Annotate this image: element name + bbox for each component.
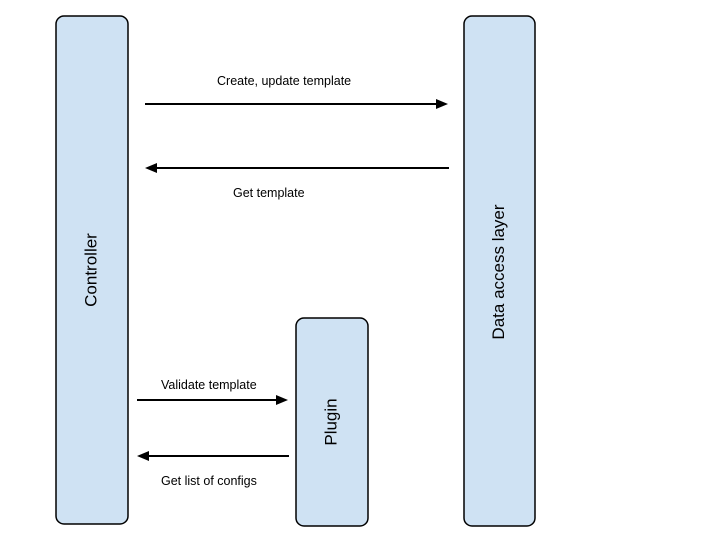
plugin-box bbox=[295, 317, 369, 527]
message-get-list-of-configs: Get list of configs bbox=[137, 451, 289, 488]
message-label-get-template: Get template bbox=[233, 186, 305, 200]
controller-box bbox=[55, 15, 129, 525]
message-validate-template: Validate template bbox=[137, 378, 288, 405]
arrowhead-left-icon bbox=[145, 163, 157, 173]
data-access-layer-box bbox=[463, 15, 536, 527]
message-get-template: Get template bbox=[145, 163, 449, 200]
plugin-participant: Plugin bbox=[295, 317, 369, 527]
arrowhead-left-icon bbox=[137, 451, 149, 461]
plugin-label: Plugin bbox=[321, 398, 340, 445]
controller-label: Controller bbox=[81, 233, 100, 307]
arrowhead-right-icon bbox=[276, 395, 288, 405]
message-label-create-update-template: Create, update template bbox=[217, 74, 351, 88]
controller-participant: Controller bbox=[55, 15, 129, 525]
data-access-layer-label: Data access layer bbox=[489, 204, 508, 339]
data-access-layer-participant: Data access layer bbox=[463, 15, 536, 527]
arrowhead-right-icon bbox=[436, 99, 448, 109]
message-label-get-list-of-configs: Get list of configs bbox=[161, 474, 257, 488]
message-label-validate-template: Validate template bbox=[161, 378, 257, 392]
message-create-update-template: Create, update template bbox=[145, 74, 448, 109]
